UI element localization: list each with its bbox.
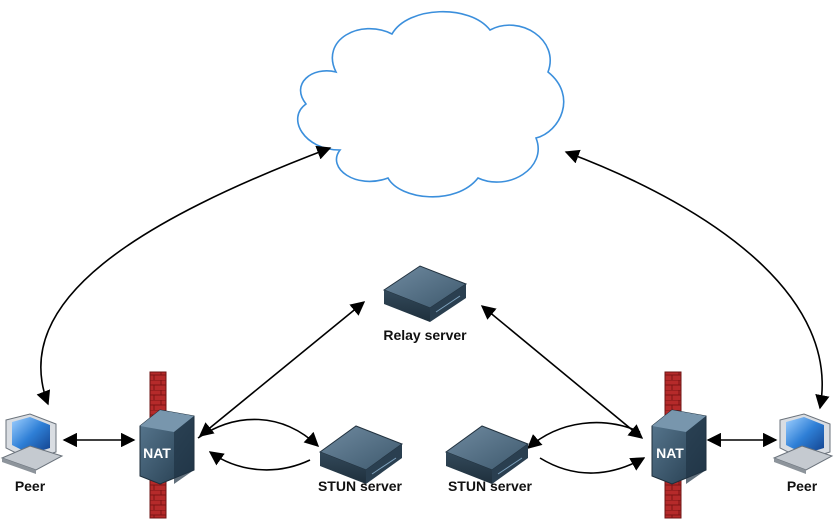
server-icon bbox=[382, 265, 468, 322]
laptop-icon bbox=[0, 413, 64, 474]
peer-right: Peer bbox=[772, 413, 834, 494]
nat-label-left: NAT bbox=[143, 445, 171, 461]
arrow-stun-right-nat-back bbox=[539, 457, 646, 474]
connection-arrows bbox=[36, 145, 830, 474]
nat-router-icon bbox=[651, 409, 707, 485]
peer-left: Peer bbox=[0, 413, 64, 494]
nat-right: NAT bbox=[651, 409, 707, 485]
arrow-peer-left-cloud bbox=[36, 145, 332, 406]
nat-left: NAT bbox=[139, 409, 195, 485]
stun-server-left-label: STUN server bbox=[318, 478, 403, 494]
arrow-nat-right-stun-out bbox=[526, 421, 641, 449]
arrow-stun-left-nat-back bbox=[208, 451, 311, 471]
arrow-nat-left-relay bbox=[198, 301, 366, 437]
relay-server: Relay server bbox=[382, 265, 468, 343]
arrow-relay-nat-right bbox=[480, 305, 644, 439]
stun-server-right: STUN server bbox=[444, 425, 533, 494]
cloud-icon bbox=[296, 10, 565, 198]
laptop-icon bbox=[772, 413, 834, 474]
server-icon bbox=[444, 425, 530, 484]
peer-left-label: Peer bbox=[15, 478, 46, 494]
nat-label-right: NAT bbox=[656, 445, 684, 461]
peer-right-label: Peer bbox=[787, 478, 818, 494]
stun-server-left: STUN server bbox=[318, 425, 404, 494]
nat-router-icon bbox=[139, 409, 195, 485]
relay-server-label: Relay server bbox=[383, 327, 467, 343]
stun-server-right-label: STUN server bbox=[448, 478, 533, 494]
arrow-nat-left-stun-out bbox=[197, 418, 320, 447]
arrow-peer-right-cloud bbox=[564, 149, 830, 410]
server-icon bbox=[318, 425, 404, 484]
